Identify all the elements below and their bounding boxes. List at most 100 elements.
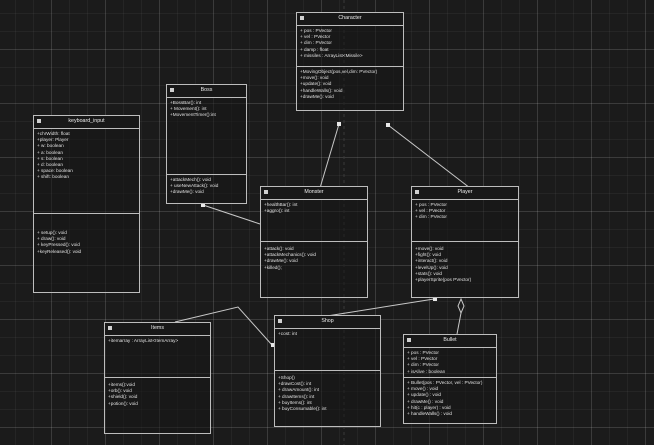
operation: +attack(): void [264,246,294,251]
class-header: keyboard_input [34,116,139,129]
attribute: + dim : PVector [407,362,439,368]
class-monster[interactable]: Monster +healthBar(): int +aggro(): int … [260,186,368,298]
collapse-toggle-icon[interactable] [415,190,419,194]
attribute: + vel : PVector [407,356,438,362]
class-header: Boss [167,85,246,98]
operation: + keyPressed(): void [37,242,80,248]
attribute: + dim : PVector [300,40,332,46]
link-monster-character[interactable] [319,123,340,189]
attribute: + d: boolean [37,162,63,168]
operation: +drawMe(): void [264,258,298,264]
class-name: Bullet [443,337,457,343]
operation: +update(): void [300,81,332,87]
class-shop[interactable]: Shop +cost: int +Shop() +drawCost(): int… [274,315,381,427]
arrowhead-shop-player [433,297,437,301]
class-items[interactable]: Items +itemarray : ArrayList<ItemArray> … [104,322,211,434]
class-header: Items [105,323,210,336]
link-player-character[interactable] [387,124,471,189]
class-character[interactable]: Character + pos : PVector + vel : PVecto… [296,12,404,111]
attribute: + Movement(): int [170,106,207,112]
operation: + setup(): void [37,230,67,235]
attributes-section: +chrWidth: float +player: Player + w: bo… [34,129,139,213]
arrowhead-items-shop [271,343,275,347]
class-name: Player [457,189,473,195]
operation: + draw(): void [37,236,66,242]
operation: +shield(): void [108,394,138,400]
operation: + handleWalls() : void [407,411,453,417]
operations-section: +items():void +orb(): void +shield(): vo… [105,377,210,433]
operations-section: + setup(): void + draw(): void + keyPres… [34,213,139,292]
attribute: +aggro(): int [264,208,290,214]
operation: +potion(): void [108,400,138,406]
attribute: +player: Player [37,137,69,143]
operation: + drawItems(): int [278,393,315,399]
collapse-toggle-icon[interactable] [37,119,41,123]
operation: +attackMech(): void [170,177,212,182]
collapse-toggle-icon[interactable] [278,319,282,323]
class-player[interactable]: Player + pos : PVector + vel : PVector +… [411,186,519,298]
attributes-section: + pos : PVector + vel : PVector + dim : … [404,348,496,376]
class-name: Boss [200,87,213,93]
operation: + buyConsumable(): int [278,406,327,412]
operation: +handleWalls(): void [300,87,343,93]
class-name: keyboard_input [68,118,105,124]
attribute: +itemarray : ArrayList<ItemArray> [108,338,179,343]
arrowhead-player-character [386,123,390,127]
attribute: + vel : PVector [300,34,331,40]
attributes-section: + pos : PVector + vel : PVector + dim : … [412,200,518,241]
operation: +orb(): void [108,388,132,394]
attribute: + w: boolean [37,143,64,149]
class-name: Shop [321,318,334,324]
operations-section: +Shop() +drawCost(): int + drawAmount():… [275,370,380,426]
class-name: Items [151,325,164,331]
operations-section: +MovingObject(pos,vel,dim: PVector) +mov… [297,66,403,110]
arrowhead-monster-boss [201,203,205,207]
class-keyboard-input[interactable]: keyboard_input +chrWidth: float +player:… [33,115,140,293]
attributes-section: +cost: int [275,329,380,370]
attributes-section: + pos : PVector + vel : PVector + dim : … [297,26,403,66]
attributes-section: +itemarray : ArrayList<ItemArray> [105,336,210,377]
operation: +interact(): void [415,258,448,264]
operation: + drawAmount(): int [278,387,320,393]
operation: +move(): void [300,75,329,81]
class-bullet[interactable]: Bullet + pos : PVector + vel : PVector +… [403,334,497,424]
operation: + useNewAttack(): void [170,183,219,189]
collapse-toggle-icon[interactable] [264,190,268,194]
class-name: Monster [304,189,324,195]
operation: +stats(): void [415,270,442,276]
link-items-shop[interactable] [174,306,273,346]
class-name: Character [338,15,362,21]
operation: +drawMe(): void [300,93,334,99]
link-monster-boss[interactable] [202,204,261,225]
collapse-toggle-icon[interactable] [300,16,304,20]
attribute: + dim : PVector [415,214,447,220]
class-header: Monster [261,187,367,200]
attributes-section: +BossBar(): int + Movement(): int +Movem… [167,98,246,174]
collapse-toggle-icon[interactable] [108,326,112,330]
link-bullet-player[interactable] [456,312,462,335]
attribute: + missiles : ArrayList<Missile> [300,52,363,58]
collapse-toggle-icon[interactable] [170,88,174,92]
operation: +MovingObject(pos,vel,dim: PVector) [300,69,378,74]
attribute: + damp : float [300,46,329,52]
attribute: + pos : PVector [407,350,439,355]
operation: + Bullet(pos : PVector, vel : PVector) [407,380,483,385]
link-shop-player[interactable] [326,298,435,317]
operations-section: + Bullet(pos : PVector, vel : PVector) +… [404,377,496,423]
attribute: +healthBar(): int [264,202,298,207]
operation: +items():void [108,382,135,387]
attribute: + space: boolean [37,168,73,174]
operation: +playerSprite(pos PVector) [415,277,472,283]
operation: + update() : void [407,392,442,398]
operations-section: +attack(): void +attackMechanics(): void… [261,241,367,297]
class-header: Bullet [404,335,496,348]
operation: + hit(c : player) : void [407,404,451,410]
attribute: + shift: boolean [37,174,69,180]
class-boss[interactable]: Boss +BossBar(): int + Movement(): int +… [166,84,247,204]
operations-section: +move(): void +fight(): void +interact()… [412,241,518,297]
attribute: + a: boolean [37,149,63,155]
operation: +killed(); [264,264,282,270]
attributes-section: +healthBar(): int +aggro(): int [261,200,367,241]
collapse-toggle-icon[interactable] [407,338,411,342]
